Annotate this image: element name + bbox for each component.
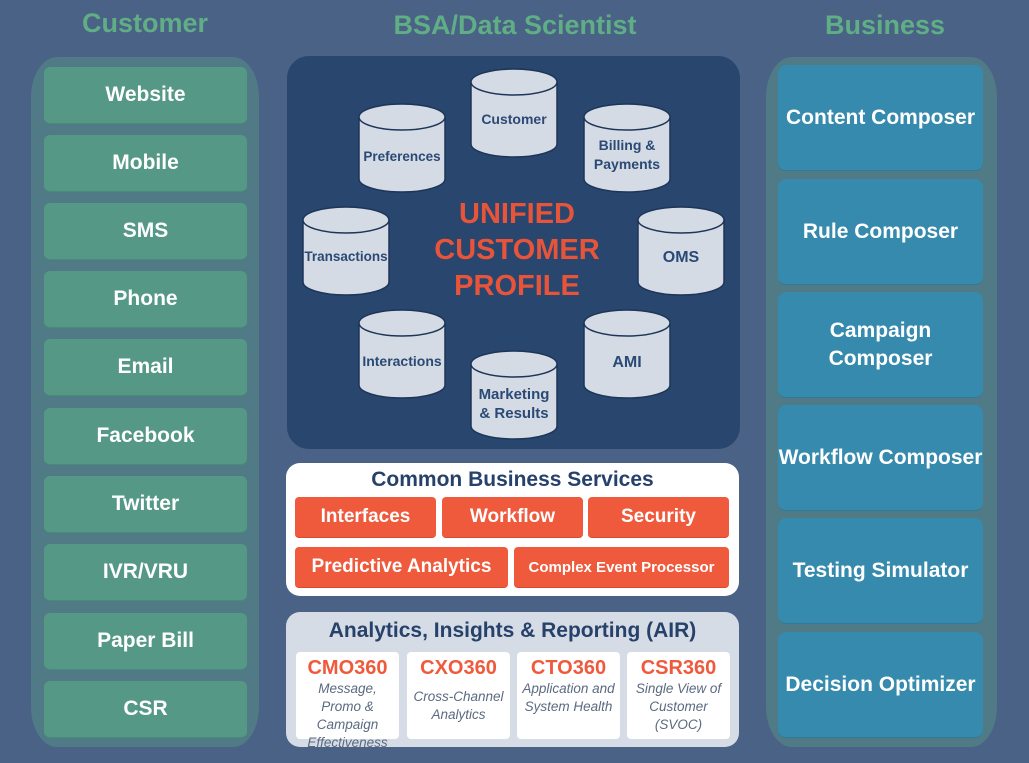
air-card-cmo360: CMO360 Message, Promo & Campaign Effecti… bbox=[296, 652, 399, 750]
database-icon bbox=[583, 103, 671, 193]
datasource-label: Billing & Payments bbox=[593, 137, 661, 172]
customer-channels-panel: Website Mobile SMS Phone Email Facebook … bbox=[31, 57, 259, 747]
datasource-ami: AMI bbox=[583, 309, 671, 399]
cbs-title: Common Business Services bbox=[371, 468, 654, 491]
tool-testing-simulator: Testing Simulator bbox=[778, 518, 983, 624]
customer-column-title: Customer bbox=[81, 8, 209, 38]
channel-twitter: Twitter bbox=[44, 476, 247, 533]
channel-email: Email bbox=[44, 339, 247, 396]
datasource-label: Preferences bbox=[363, 149, 441, 164]
air-card-cxo360: CXO360 Cross-Channel Analytics bbox=[407, 652, 510, 739]
tool-workflow-composer: Workflow Composer bbox=[778, 405, 983, 511]
air-title: Analytics, Insights & Reporting (AIR) bbox=[328, 619, 697, 642]
service-interfaces: Interfaces bbox=[295, 497, 436, 538]
channel-phone: Phone bbox=[44, 271, 247, 328]
air-card-desc: Single View of Customer (SVOC) bbox=[635, 681, 722, 732]
business-column-title: Business bbox=[824, 10, 946, 40]
unified-customer-profile-panel: UNIFIED CUSTOMER PROFILE Customer Billin… bbox=[287, 56, 740, 449]
air-card-code: CTO360 bbox=[530, 657, 607, 679]
air-card-csr360: CSR360 Single View of Customer (SVOC) bbox=[627, 652, 730, 739]
tool-campaign-composer: Campaign Composer bbox=[778, 292, 983, 398]
database-icon bbox=[470, 68, 558, 158]
database-icon bbox=[302, 206, 390, 296]
datasource-oms: OMS bbox=[637, 206, 725, 296]
air-card-desc: Application and System Health bbox=[522, 681, 615, 714]
datasource-label: Interactions bbox=[362, 353, 442, 369]
channel-ivr-vru: IVR/VRU bbox=[44, 544, 247, 601]
channel-mobile: Mobile bbox=[44, 135, 247, 192]
tool-content-composer: Content Composer bbox=[778, 65, 983, 171]
air-card-code: CMO360 bbox=[307, 657, 388, 679]
air-card-desc: Cross-Channel Analytics bbox=[413, 689, 504, 722]
business-tools-panel: Content Composer Rule Composer Campaign … bbox=[766, 57, 997, 747]
datasource-preferences: Preferences bbox=[358, 103, 446, 193]
air-card-desc: Message, Promo & Campaign Effectiveness bbox=[307, 681, 388, 750]
datasource-label: Marketing & Results bbox=[478, 386, 550, 422]
datasource-interactions: Interactions bbox=[358, 309, 446, 399]
database-icon bbox=[637, 206, 725, 296]
database-icon bbox=[583, 309, 671, 399]
database-icon bbox=[358, 103, 446, 193]
datasource-label: Customer bbox=[481, 111, 547, 127]
channel-website: Website bbox=[44, 67, 247, 124]
air-card-cto360: CTO360 Application and System Health bbox=[517, 652, 620, 739]
datasource-label: OMS bbox=[662, 249, 700, 266]
ucp-title: UNIFIED CUSTOMER PROFILE bbox=[434, 198, 600, 302]
service-predictive-analytics: Predictive Analytics bbox=[295, 547, 508, 588]
channel-facebook: Facebook bbox=[44, 408, 247, 465]
service-security: Security bbox=[588, 497, 729, 538]
database-icon bbox=[358, 309, 446, 399]
datasource-label: AMI bbox=[612, 354, 642, 371]
datasource-label: Transactions bbox=[304, 249, 388, 264]
database-icon bbox=[470, 350, 558, 440]
air-panel: Analytics, Insights & Reporting (AIR) CM… bbox=[286, 612, 739, 750]
datasource-marketing-results: Marketing & Results bbox=[470, 350, 558, 440]
tool-decision-optimizer: Decision Optimizer bbox=[778, 632, 983, 738]
service-workflow: Workflow bbox=[442, 497, 583, 538]
tool-rule-composer: Rule Composer bbox=[778, 179, 983, 285]
datasource-customer: Customer bbox=[470, 68, 558, 158]
service-complex-event-processor: Complex Event Processor bbox=[514, 547, 729, 588]
common-business-services-panel: Common Business Services Interfaces Work… bbox=[286, 463, 739, 596]
datasource-billing-payments: Billing & Payments bbox=[583, 103, 671, 193]
datasource-transactions: Transactions bbox=[302, 206, 390, 296]
channel-csr: CSR bbox=[44, 681, 247, 738]
air-card-code: CSR360 bbox=[640, 657, 717, 679]
channel-sms: SMS bbox=[44, 203, 247, 260]
air-card-code: CXO360 bbox=[420, 657, 497, 679]
bsa-column-title: BSA/Data Scientist bbox=[393, 10, 637, 40]
channel-paper-bill: Paper Bill bbox=[44, 613, 247, 670]
